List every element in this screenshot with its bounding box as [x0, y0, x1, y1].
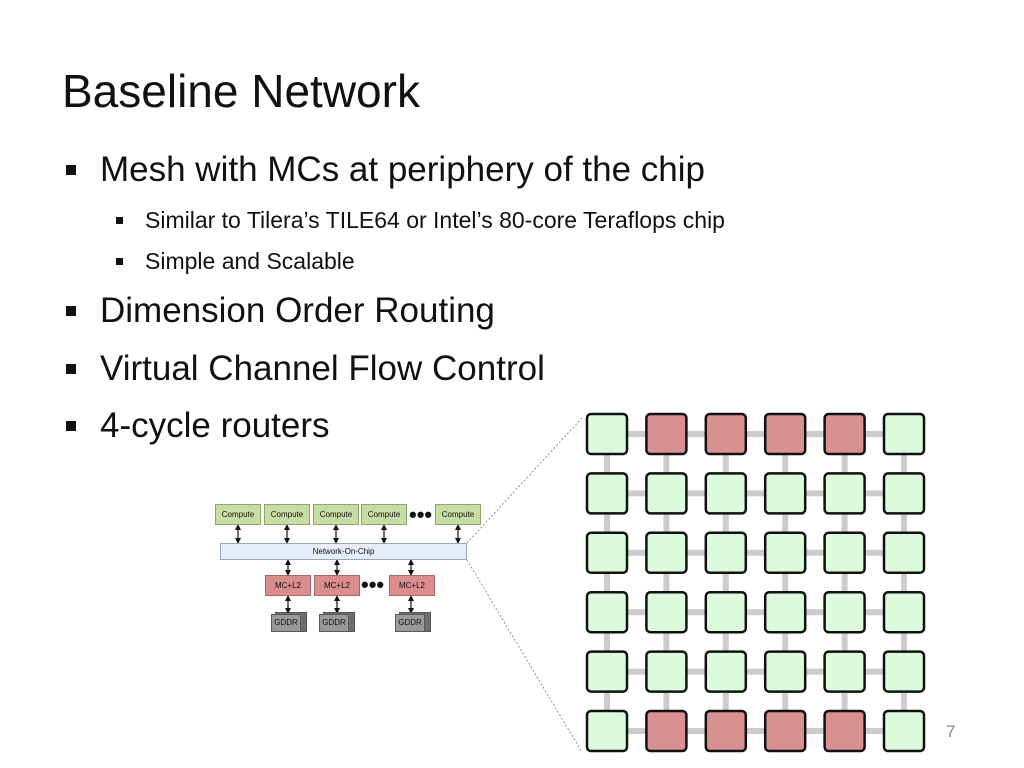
mesh-node-compute — [585, 412, 629, 456]
mesh-node-mc — [763, 412, 807, 456]
bullet-text: Dimension Order Routing — [100, 291, 495, 330]
page-number: 7 — [946, 722, 956, 741]
mesh-node-mc — [704, 709, 748, 753]
mesh-node-compute — [645, 472, 688, 515]
bullet-text: Similar to Tilera’s TILE64 or Intel’s 80… — [145, 207, 725, 233]
mesh-node-compute — [704, 531, 748, 575]
mesh-node-mc — [823, 709, 866, 753]
square-bullet-icon — [66, 165, 76, 175]
square-bullet-icon — [66, 306, 76, 316]
mesh-node-compute — [882, 472, 926, 515]
square-bullet-icon — [116, 217, 123, 224]
mesh-node-compute — [585, 709, 629, 753]
bullet-text: 4-cycle routers — [100, 406, 330, 445]
mesh-node-compute — [645, 531, 688, 575]
mesh-node-compute — [823, 472, 866, 515]
mesh-node-compute — [763, 650, 807, 693]
mesh-node-compute — [585, 531, 629, 575]
bullet-text: Mesh with MCs at periphery of the chip — [100, 150, 705, 189]
mesh-node-mc — [645, 412, 688, 456]
square-bullet-icon — [116, 258, 123, 265]
mesh-node-mc — [704, 412, 748, 456]
mesh-node-compute — [882, 590, 926, 634]
bullet-text: Simple and Scalable — [145, 248, 355, 274]
mesh-node-compute — [585, 650, 629, 693]
mesh-node-compute — [704, 590, 748, 634]
mesh-node-compute — [882, 650, 926, 693]
mesh-node-compute — [882, 709, 926, 753]
mesh-node-compute — [882, 531, 926, 575]
square-bullet-icon — [66, 364, 76, 374]
bullet-text: Virtual Channel Flow Control — [100, 349, 545, 388]
mesh-node-compute — [823, 650, 866, 693]
mesh-node-mc — [645, 709, 688, 753]
mesh-node-compute — [823, 590, 866, 634]
mesh-node-compute — [882, 412, 926, 456]
slide-title: Baseline Network — [62, 65, 420, 117]
mesh-node-compute — [763, 590, 807, 634]
mesh-node-compute — [763, 472, 807, 515]
mesh-node-compute — [585, 590, 629, 634]
mesh-node-compute — [704, 650, 748, 693]
square-bullet-icon — [66, 421, 76, 431]
mesh-node-compute — [763, 531, 807, 575]
mesh-node-mc — [763, 709, 807, 753]
mesh-node-compute — [645, 590, 688, 634]
mesh-node-compute — [585, 472, 629, 515]
mesh-node-compute — [645, 650, 688, 693]
mesh-node-compute — [704, 472, 748, 515]
mesh-node-compute — [823, 531, 866, 575]
mesh-node-mc — [823, 412, 866, 456]
